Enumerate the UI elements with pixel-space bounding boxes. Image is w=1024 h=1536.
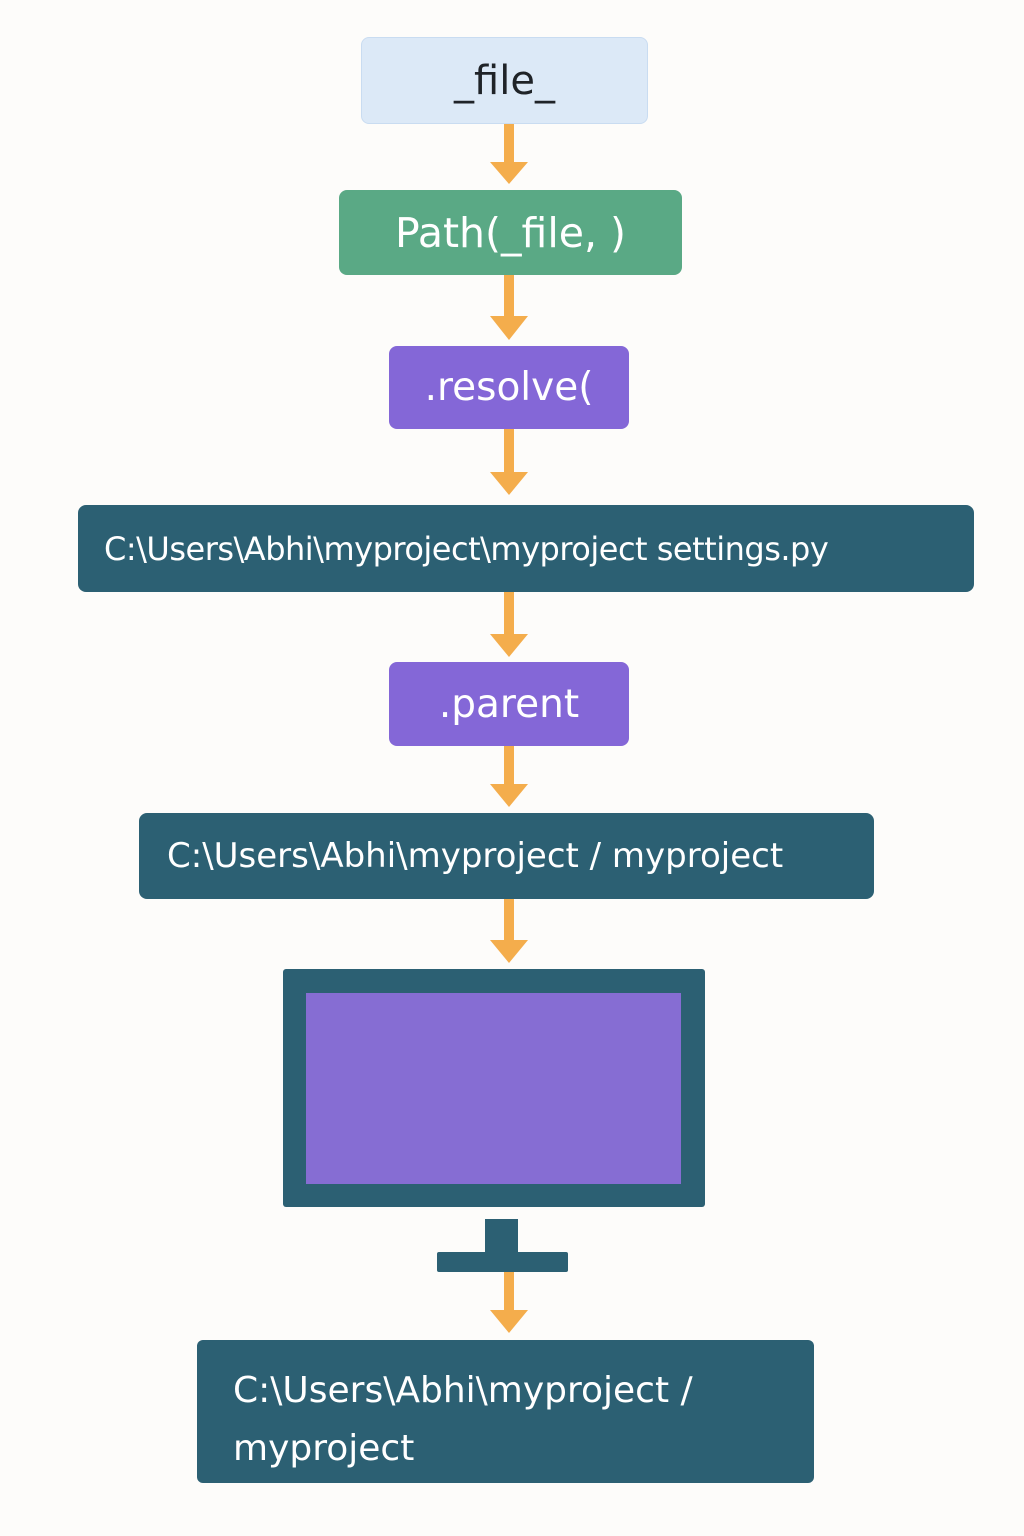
arrow-parent-to-dir [490,746,528,807]
resolve-node-label: .resolve( [424,365,594,410]
arrow-dir-to-monitor [490,899,528,963]
final-path-line1: C:\Users\Abhi\myproject / [233,1370,693,1411]
monitor-screen [306,993,681,1184]
arrow-fullpath-to-parent [490,592,528,657]
full-path-node-label: C:\Users\Abhi\myproject\myproject settin… [104,529,829,568]
path-node-label: Path(_file, ) [394,208,627,257]
monitor-base [437,1252,568,1272]
computer-monitor-icon [283,969,705,1207]
monitor-neck [485,1219,518,1257]
file-node-label: _file_ [454,57,555,104]
arrow-resolve-to-fullpath [490,429,528,495]
parent-node-label: .parent [438,681,580,727]
arrow-monitor-to-final [490,1272,528,1333]
path-node: Path(_file, ) [339,190,682,275]
full-path-node: C:\Users\Abhi\myproject\myproject settin… [78,505,974,592]
file-node: _file_ [361,37,648,124]
resolve-node: .resolve( [389,346,629,429]
final-path-node: C:\Users\Abhi\myproject / myproject [197,1340,814,1483]
arrow-file-to-path [490,124,528,184]
parent-node: .parent [389,662,629,746]
parent-dir-node-label: C:\Users\Abhi\myproject / myproject [167,836,784,876]
final-path-line2: myproject [233,1428,415,1469]
parent-dir-node: C:\Users\Abhi\myproject / myproject [139,813,874,899]
arrow-path-to-resolve [490,275,528,340]
